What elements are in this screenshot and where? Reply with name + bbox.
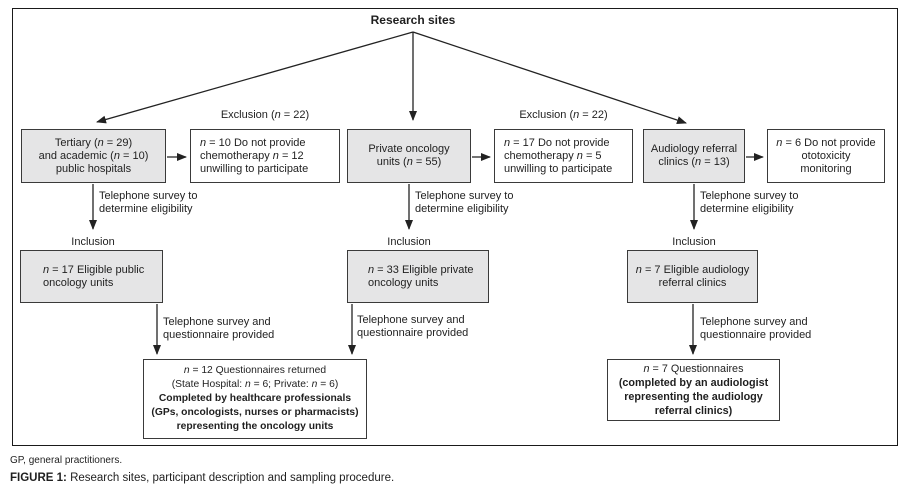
exclusion-label-private: Exclusion (n = 22): [519, 109, 608, 121]
text-line: Telephone survey and: [700, 316, 808, 328]
text-line: Completed by healthcare professionals: [158, 393, 352, 404]
text-line: (State Hospital: n = 6; Private: n = 6): [171, 379, 339, 390]
text-line: representing the oncology units: [176, 421, 334, 432]
text-line: n = 17 Eligible public: [43, 263, 145, 276]
text-line: n = 17 Do not provide: [504, 136, 610, 149]
inclusion-label-public: Inclusion: [71, 236, 115, 248]
text-line: chemotherapy n = 5: [504, 149, 602, 162]
diagram-title: Research sites: [370, 13, 456, 27]
figure-border: [12, 8, 898, 446]
label-survey-eligibility-private: Telephone survey to determine eligibilit…: [415, 190, 513, 215]
text-line: questionnaire provided: [163, 328, 275, 341]
node-public-hospitals: Tertiary (n = 29) and academic (n = 10) …: [21, 129, 166, 183]
text-line: Telephone survey and: [163, 316, 271, 328]
figure-footnote: GP, general practitioners.: [10, 455, 123, 466]
figure-caption-text: Research sites, participant description …: [66, 472, 395, 484]
label-survey-questionnaire-public: Telephone survey and questionnaire provi…: [163, 316, 274, 341]
text-line: representing the audiology: [624, 391, 763, 403]
text-line: oncology units: [368, 276, 439, 289]
text-line: n = 10 Do not provide: [200, 136, 306, 149]
node-outcome-audiology: n = 7 Questionnaires (completed by an au…: [607, 359, 780, 421]
node-outcome-oncology: n = 12 Questionnaires returned (State Ho…: [143, 359, 367, 439]
text-line: Audiology referral: [650, 143, 738, 155]
text-line: oncology units: [43, 276, 114, 289]
node-exclusion-public: n = 10 Do not provide chemotherapy n = 1…: [190, 129, 340, 183]
text-line: unwilling to participate: [200, 162, 309, 175]
figure-caption-label: FIGURE 1:: [10, 472, 67, 484]
text-line: Telephone survey to: [700, 190, 799, 202]
node-exclusion-audiology: n = 6 Do not provide ototoxicity monitor…: [767, 129, 885, 183]
text-line: determine eligibility: [415, 202, 509, 215]
node-eligible-public: n = 17 Eligible public oncology units: [20, 250, 163, 303]
label-survey-questionnaire-private: Telephone survey and questionnaire provi…: [357, 314, 468, 339]
text-line: referral clinics: [658, 276, 727, 289]
text-line: Telephone survey and: [357, 314, 465, 326]
text-line: Tertiary (n = 29): [54, 136, 133, 149]
text-line: Private oncology: [368, 143, 450, 155]
inclusion-label-private: Inclusion: [387, 236, 431, 248]
exclusion-label-public: Exclusion (n = 22): [220, 109, 310, 121]
text-line: Telephone survey to: [415, 190, 514, 202]
node-audiology-clinics: Audiology referral clinics (n = 13): [643, 129, 745, 183]
text-line: chemotherapy n = 12: [200, 149, 304, 162]
label-survey-questionnaire-audiology: Telephone survey and questionnaire provi…: [700, 316, 811, 341]
text-line: determine eligibility: [99, 202, 193, 215]
text-line: units (n = 55): [376, 156, 442, 168]
figure-caption: FIGURE 1: Research sites, participant de…: [10, 471, 394, 485]
node-eligible-private: n = 33 Eligible private oncology units: [347, 250, 489, 303]
text-line: monitoring: [800, 162, 852, 175]
text-line: n = 7 Questionnaires: [643, 363, 744, 375]
text-line: (completed by an audiologist: [618, 377, 769, 389]
node-private-oncology: Private oncology units (n = 55): [347, 129, 471, 183]
text-line: n = 7 Eligible audiology: [635, 263, 750, 276]
text-line: (GPs, oncologists, nurses or pharmacists…: [151, 407, 359, 418]
arrow-research-to-audiology: [412, 31, 687, 124]
text-line: and academic (n = 10): [38, 149, 149, 162]
label-survey-eligibility-audiology: Telephone survey to determine eligibilit…: [700, 190, 798, 215]
arrow-research-to-public: [96, 31, 414, 124]
text-line: questionnaire provided: [700, 328, 812, 341]
text-line: n = 33 Eligible private: [368, 263, 474, 276]
text-line: questionnaire provided: [357, 326, 469, 339]
label-survey-eligibility-public: Telephone survey to determine eligibilit…: [99, 190, 197, 215]
text-line: ototoxicity: [801, 149, 851, 162]
node-exclusion-private: n = 17 Do not provide chemotherapy n = 5…: [494, 129, 633, 183]
text-line: n = 12 Questionnaires returned: [183, 365, 327, 376]
text-line: referral clinics): [654, 405, 733, 417]
text-line: unwilling to participate: [504, 162, 613, 175]
text-line: determine eligibility: [700, 202, 794, 215]
node-eligible-audiology: n = 7 Eligible audiology referral clinic…: [627, 250, 758, 303]
text-line: clinics (n = 13): [658, 156, 730, 168]
text-line: n = 6 Do not provide: [776, 136, 876, 149]
text-line: public hospitals: [55, 162, 132, 175]
text-line: Telephone survey to: [99, 190, 198, 202]
inclusion-label-audiology: Inclusion: [672, 236, 716, 248]
